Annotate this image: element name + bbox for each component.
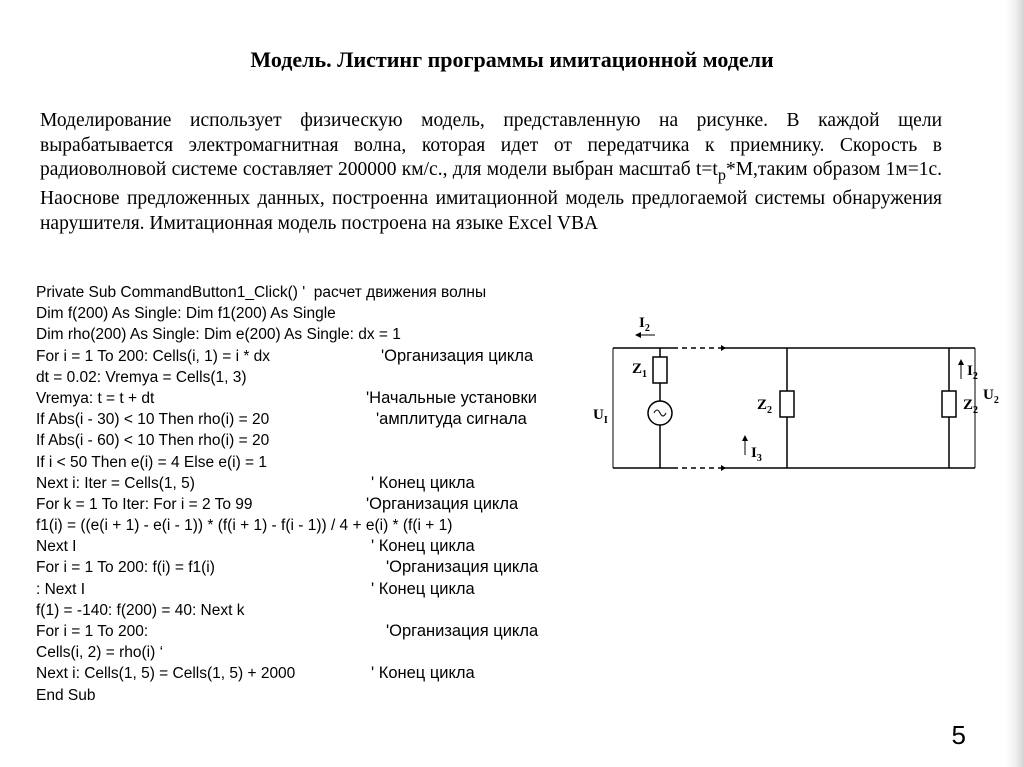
code-line: Next i: Cells(1, 5) = Cells(1, 5) + 2000… <box>36 663 581 684</box>
code-comment: 'Начальные установки <box>366 388 537 407</box>
code-statement: If i < 50 Then e(i) = 4 Else e(i) = 1 <box>36 453 268 471</box>
code-line: For k = 1 To Iter: For i = 2 To 99 'Орган… <box>36 494 581 515</box>
z1-label: Z1 <box>632 361 647 380</box>
source-voltage-label: UI <box>593 407 608 426</box>
code-statement: For k = 1 To Iter: For i = 2 To 99 <box>36 495 253 513</box>
code-line: If i < 50 Then e(i) = 4 Else e(i) = 1 <box>36 452 581 473</box>
intro-text-part1: Моделирование использует физическую моде… <box>40 110 942 180</box>
current-bottom-label: I3 <box>751 445 762 464</box>
code-statement: For i = 1 To 200: Cells(i, 1) = i * dx <box>36 347 271 365</box>
code-statement: For i = 1 To 200: <box>36 623 149 640</box>
code-line: If Abs(i - 60) < 10 Then rho(i) = 20 <box>36 430 581 451</box>
code-line: Next I ' Конец цикла <box>36 536 581 557</box>
code-line: Vremya: t = t + dt 'Начальные установки <box>36 388 581 409</box>
node-tick-bottom <box>721 465 726 471</box>
code-line: dt = 0.02: Vremya = Cells(1, 3) <box>36 367 581 388</box>
current-right-label: I2 <box>967 363 978 382</box>
code-comment: 'Организация цикла <box>386 622 539 640</box>
code-comment: ' Конец цикла <box>371 579 475 598</box>
code-statement: dt = 0.02: Vremya = Cells(1, 3) <box>36 368 247 386</box>
code-statement: Vremya: t = t + dt <box>36 389 155 407</box>
code-line: Dim f(200) As Single: Dim f1(200) As Sin… <box>36 303 581 324</box>
code-line: Dim rho(200) As Single: Dim e(200) As Si… <box>36 324 581 345</box>
code-comment: 'амплитуда сигнала <box>376 410 527 429</box>
code-statement: End Sub <box>36 686 96 704</box>
load-voltage-label: U2 <box>983 387 999 406</box>
code-line: Next i: Iter = Cells(1, 5) ' Конец цикла <box>36 473 581 494</box>
code-comment: 'Организация цикла <box>381 346 534 365</box>
code-statement: : Next I <box>36 580 86 598</box>
page-number: 5 <box>951 720 966 750</box>
code-comment: ' Конец цикла <box>371 473 475 492</box>
code-comment: ' Конец цикла <box>371 664 475 683</box>
page-curl-decoration <box>1006 0 1024 767</box>
code-line: End Sub <box>36 685 581 706</box>
intro-paragraph: Моделирование использует физическую моде… <box>40 109 942 236</box>
code-line: For i = 1 To 200: f(i) = f1(i) 'Организац… <box>36 557 581 578</box>
arrowhead-bottom <box>742 435 748 441</box>
arrowhead-right <box>958 359 964 365</box>
code-comment: 'Организация цикла <box>386 558 539 577</box>
z1-resistor <box>652 356 668 384</box>
code-line: : Next I ' Конец цикла <box>36 579 581 600</box>
arrowhead-top <box>635 332 641 338</box>
intro-subscript: р <box>717 165 726 184</box>
code-line: f(1) = -140: f(200) = 40: Next k <box>36 600 581 621</box>
code-comment: ' Конец цикла <box>371 537 475 556</box>
code-statement: Private Sub CommandButton1_Click() ' рас… <box>36 284 487 301</box>
code-line: For i = 1 To 200: 'Организация цикла <box>36 621 581 642</box>
z2-right-resistor <box>941 390 957 418</box>
code-line: f1(i) = ((e(i + 1) - e(i - 1)) * (f(i + … <box>36 515 581 536</box>
code-statement: Cells(i, 2) = rho(i) ‘ <box>36 644 164 662</box>
code-line: If Abs(i - 30) < 10 Then rho(i) = 20 'амп… <box>36 409 581 430</box>
code-statement: f1(i) = ((e(i + 1) - e(i - 1)) * (f(i + … <box>36 517 453 535</box>
code-statement: f(1) = -140: f(200) = 40: Next k <box>36 601 245 619</box>
code-statement: Dim rho(200) As Single: Dim e(200) As Si… <box>36 326 401 344</box>
code-statement: Next i: Iter = Cells(1, 5) <box>36 474 195 492</box>
current-top-label: I2 <box>639 315 650 334</box>
z2-right-label: Z2 <box>963 397 978 416</box>
ac-source-sine <box>653 409 667 417</box>
z2-left-label: Z2 <box>757 397 772 416</box>
code-statement: For i = 1 To 200: f(i) = f1(i) <box>36 559 215 577</box>
circuit-diagram: I2 I2 I3 UI U2 Z1 Z2 Z2 <box>593 315 999 471</box>
code-statement: If Abs(i - 30) < 10 Then rho(i) = 20 <box>36 411 270 429</box>
code-statement: If Abs(i - 60) < 10 Then rho(i) = 20 <box>36 432 270 450</box>
node-tick-top <box>721 345 726 351</box>
code-statement: Next I <box>36 538 77 556</box>
code-listing: Private Sub CommandButton1_Click() ' рас… <box>36 282 581 706</box>
code-line: Cells(i, 2) = rho(i) ‘ <box>36 642 581 663</box>
code-comment: 'Организация цикла <box>366 494 519 513</box>
code-statement: Next i: Cells(1, 5) = Cells(1, 5) + 2000 <box>36 665 296 683</box>
code-line: Private Sub CommandButton1_Click() ' рас… <box>36 282 581 303</box>
slide-title: Модель. Листинг программы имитационной м… <box>250 47 774 72</box>
z2-left-resistor <box>779 390 795 418</box>
intro-text-part2: *М,таким образом 1м=1с. Наоснове предлож… <box>40 159 942 234</box>
code-line: For i = 1 To 200: Cells(i, 1) = i * dx 'О… <box>36 346 581 367</box>
code-statement: Dim f(200) As Single: Dim f1(200) As Sin… <box>36 305 336 323</box>
